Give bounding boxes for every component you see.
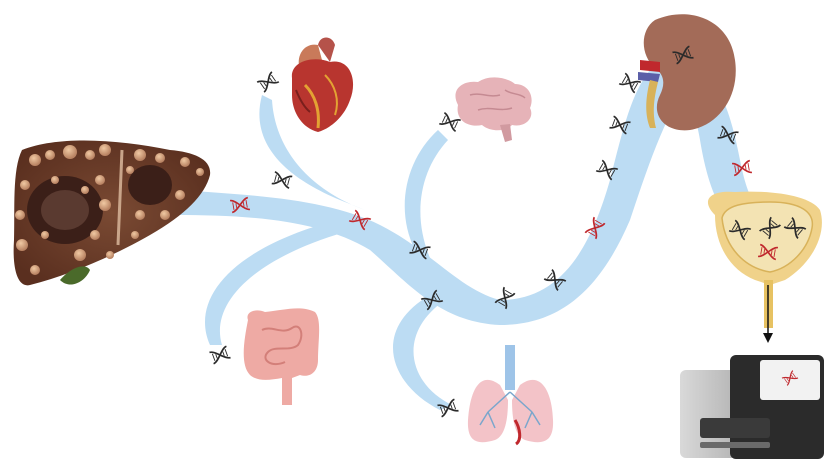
- sequencing-machine-icon: [680, 355, 824, 459]
- heart-icon: [292, 38, 353, 133]
- lungs-icon: [468, 345, 553, 444]
- dna-strand-icon: [619, 73, 641, 92]
- intestine-icon: [244, 308, 319, 405]
- bladder-icon: [708, 192, 822, 328]
- dna-strand-icon: [209, 346, 230, 363]
- dna-strand-icon: [272, 172, 292, 188]
- brain-icon: [455, 77, 531, 142]
- dna-strand-icon: [257, 72, 279, 92]
- liver-tumor-icon: [14, 141, 211, 286]
- dna-strand-icon: [439, 113, 460, 131]
